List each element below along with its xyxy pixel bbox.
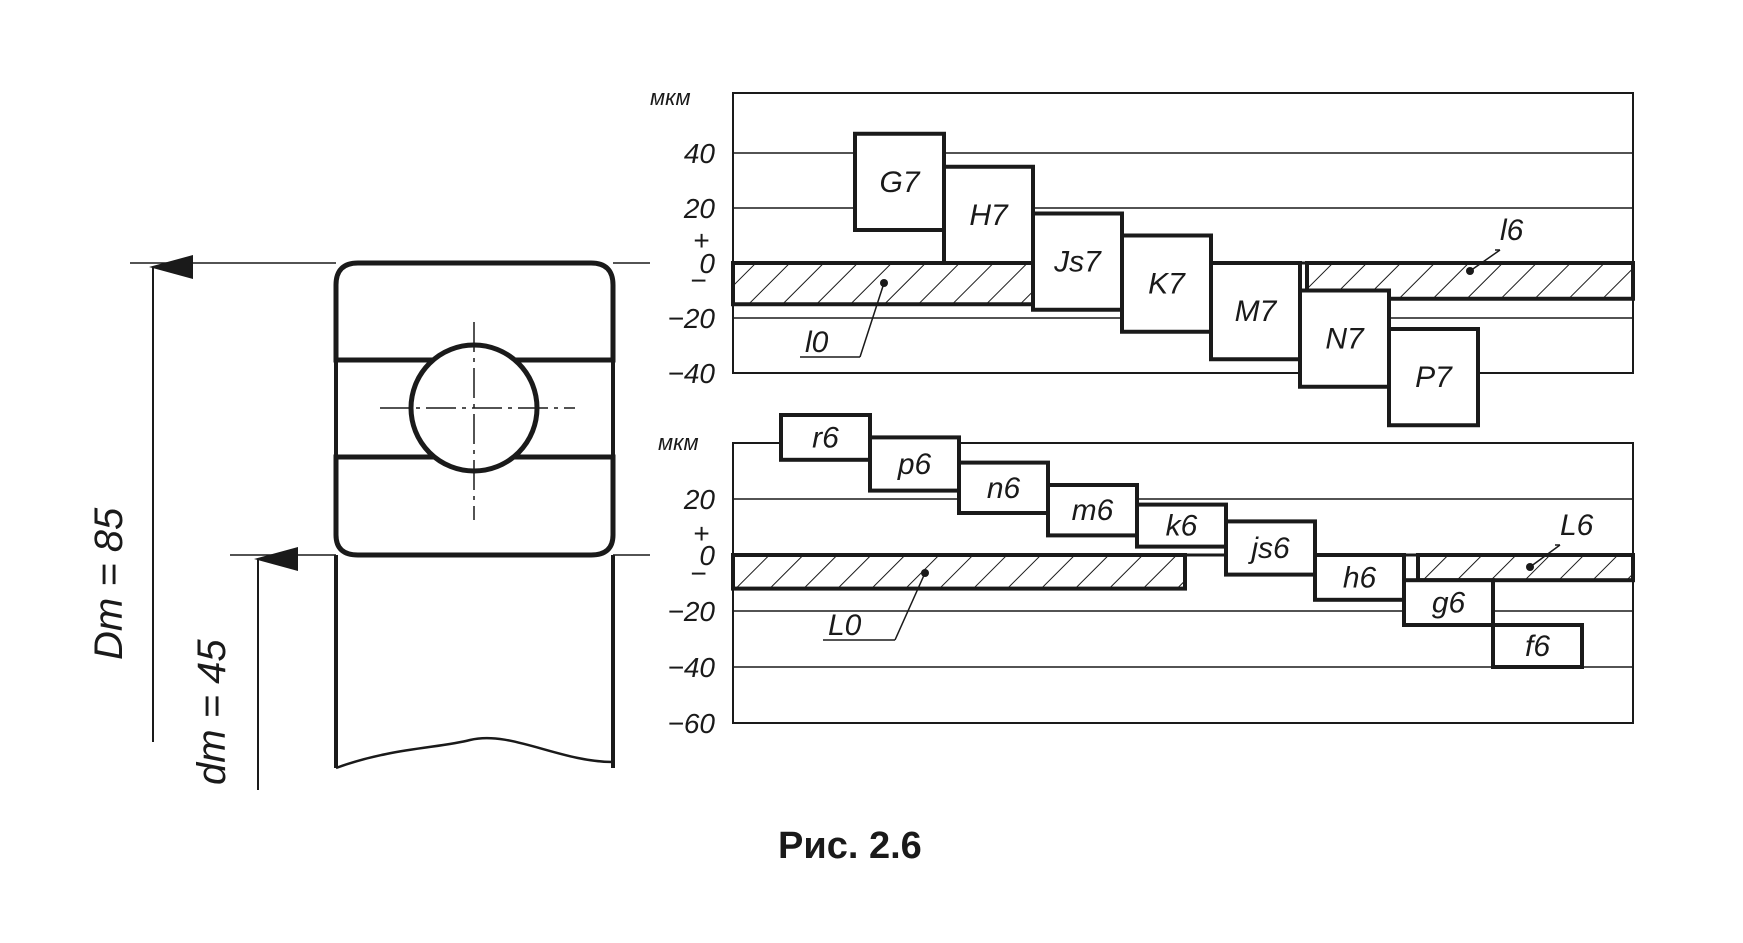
lower-tolerance-chart: мкм 20 0 −20 −40 −60 + − L0 L6 r6 p6 n6 m6 k6 js6 h…: [658, 413, 1635, 739]
zone-box-h7: [942, 164, 1035, 265]
lower-tick-label: 20: [683, 484, 716, 515]
lower-bearing-zone-label: L0: [828, 609, 862, 642]
zone-label-g7: G7: [879, 166, 920, 199]
outer-diameter-label: Dm = 85: [87, 507, 131, 660]
zone-box-k7: [1120, 233, 1213, 334]
zone-label-r6: r6: [812, 421, 839, 454]
zone-box-js6: [1224, 519, 1317, 577]
zone-label-m6: m6: [1072, 494, 1114, 527]
lower-bearing-zone-right-label: L6: [1560, 509, 1594, 542]
lower-leader-line: [894, 572, 926, 641]
zone-label-js6: js6: [1247, 532, 1290, 565]
lower-plus-sign: +: [693, 518, 709, 549]
zone-box-g6: [1402, 578, 1495, 628]
upper-tick-label: 40: [684, 138, 716, 169]
lower-bearing-zone-right: [1416, 553, 1635, 583]
zone-label-p6: p6: [897, 448, 932, 481]
upper-tick-label: −20: [668, 303, 716, 334]
zone-label-k7: K7: [1148, 268, 1186, 301]
inner-diameter-label: dm = 45: [190, 639, 234, 785]
upper-tick-label: 20: [683, 193, 716, 224]
zone-box-r6: [779, 413, 872, 462]
zone-label-p7: P7: [1415, 361, 1453, 394]
zone-label-g6: g6: [1432, 587, 1466, 620]
upper-minus-sign: −: [690, 265, 706, 296]
zone-box-n7: [1298, 288, 1391, 389]
zone-label-h6: h6: [1343, 561, 1377, 594]
zone-box-h6: [1313, 553, 1406, 602]
upper-bearing-zone-label: l0: [805, 326, 829, 359]
lower-minus-sign: −: [690, 558, 706, 589]
lower-tick-label: 0: [699, 540, 715, 571]
zone-box-p7: [1387, 327, 1480, 428]
upper-unit-label: мкм: [650, 85, 691, 110]
figure-caption: Рис. 2.6: [778, 825, 922, 867]
inner-ring: [333, 454, 616, 558]
zone-label-f6: f6: [1525, 630, 1550, 663]
upper-bearing-zone: [731, 261, 1042, 307]
lower-unit-label: мкм: [658, 430, 699, 455]
zone-label-n6: n6: [987, 472, 1021, 505]
lower-tick-label: −20: [668, 596, 716, 627]
zone-box-f6: [1491, 623, 1584, 669]
lower-tick-label: −60: [668, 708, 716, 739]
lower-leader-line: [1529, 544, 1561, 568]
zone-label-h7: H7: [969, 199, 1009, 232]
zone-label-k6: k6: [1166, 510, 1198, 543]
zone-box-js7: [1031, 211, 1124, 312]
upper-plus-sign: +: [693, 225, 709, 256]
lower-tick-label: −40: [668, 652, 716, 683]
upper-tick-label: 0: [699, 248, 715, 279]
upper-leader-line: [859, 282, 885, 358]
zone-box-p6: [868, 435, 961, 493]
upper-leader-line: [1469, 249, 1501, 272]
lower-bearing-zone: [731, 553, 1187, 591]
outer-ring: [333, 260, 616, 363]
bearing-section: Dm = 85 dm = 45: [87, 255, 650, 790]
upper-bearing-zone-right-label: l6: [1500, 214, 1524, 247]
zone-label-m7: M7: [1235, 295, 1278, 328]
zone-label-n7: N7: [1325, 323, 1365, 356]
upper-tick-label: −40: [668, 358, 716, 389]
zone-label-js7: Js7: [1053, 246, 1102, 279]
